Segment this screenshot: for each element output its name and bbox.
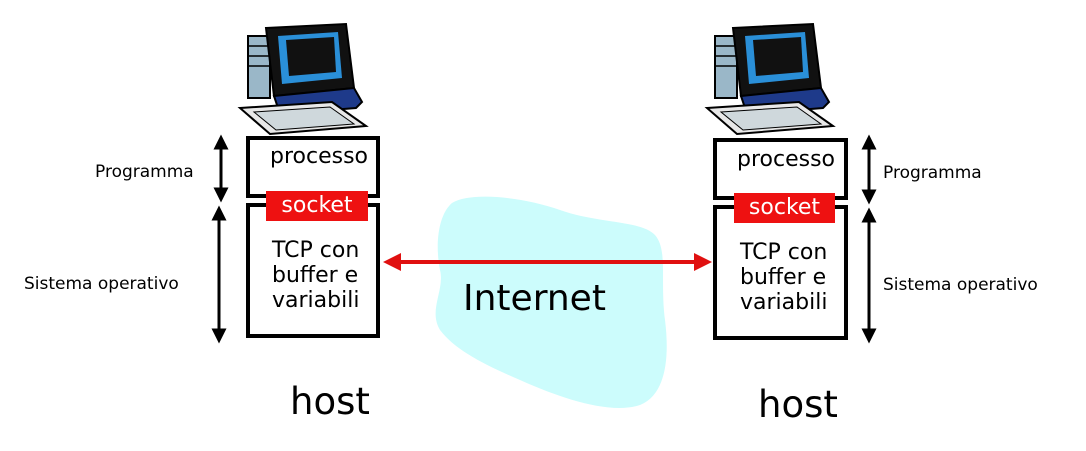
right-os-text: TCP con buffer e variabili — [740, 240, 827, 315]
left-program-label: Programma — [95, 162, 194, 182]
right-os-box — [713, 205, 848, 340]
computer-icon — [237, 22, 369, 136]
right-process-label: processo — [737, 147, 836, 172]
computer-icon — [704, 22, 836, 136]
right-os-label: Sistema operativo — [883, 275, 1038, 295]
internet-label: Internet — [463, 278, 606, 319]
left-os-line-3: variabili — [272, 288, 360, 313]
left-process-label: processo — [270, 144, 369, 169]
left-host-label: host — [290, 380, 370, 423]
right-os-line-3: variabili — [740, 290, 828, 315]
left-os-line-1: TCP con — [272, 238, 360, 263]
left-process-box — [246, 136, 380, 198]
right-host-label: host — [758, 383, 838, 426]
right-os-line-1: TCP con — [740, 240, 828, 265]
left-socket-label: socket — [266, 191, 368, 221]
right-socket-label: socket — [734, 193, 835, 223]
left-os-text: TCP con buffer e variabili — [272, 238, 359, 313]
left-os-label: Sistema operativo — [24, 274, 179, 294]
right-os-line-2: buffer e — [740, 265, 827, 290]
left-os-line-2: buffer e — [272, 263, 359, 288]
right-program-label: Programma — [883, 163, 982, 183]
